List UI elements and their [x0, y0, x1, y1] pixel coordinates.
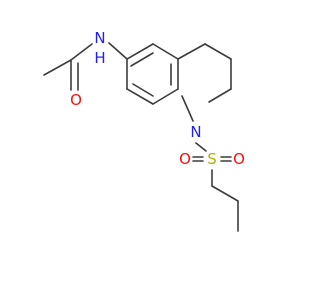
bond-n1-s — [195, 142, 207, 152]
bond-ring-c8-c7-inner — [132, 83, 154, 97]
bond-ring-c8a-c8 — [152, 88, 179, 105]
bond-ring-c8-c7 — [126, 88, 154, 105]
bond-ring-c2-n1 — [208, 88, 232, 103]
bond-ring-c6-c5 — [126, 43, 154, 60]
bond-ring-c5-c4a — [152, 43, 179, 60]
bond-propyl-c1-c2 — [211, 185, 239, 202]
bond-ring-c4-c3 — [204, 43, 232, 60]
bond-methyl-carbonyl — [43, 59, 72, 76]
atom-sulfonyl-sulfur: S — [207, 150, 217, 168]
bond-ring-c6-c5-inner — [130, 52, 154, 67]
atom-amide-hydrogen: H — [94, 49, 105, 67]
bond-ring-c8a-n1 — [181, 95, 194, 122]
bond-layer — [43, 42, 239, 232]
molecule-diagram: N H O N S O O — [43, 29, 245, 232]
bond-carbonyl-amide-n — [70, 43, 93, 61]
bond-ring-c4a-c4 — [177, 43, 206, 60]
atom-sulfonyl-oxygen-left: O — [179, 150, 191, 168]
atom-amide-nitrogen: N — [94, 29, 105, 47]
atom-carbonyl-oxygen: O — [70, 91, 82, 109]
atom-ring-nitrogen: N — [190, 123, 201, 141]
atom-label-layer: N H O N S O O — [70, 29, 245, 168]
structure-drawing: N H O N S O O — [43, 29, 245, 232]
atom-sulfonyl-oxygen-right: O — [233, 150, 245, 168]
bond-amide-n-aryl — [108, 42, 128, 60]
